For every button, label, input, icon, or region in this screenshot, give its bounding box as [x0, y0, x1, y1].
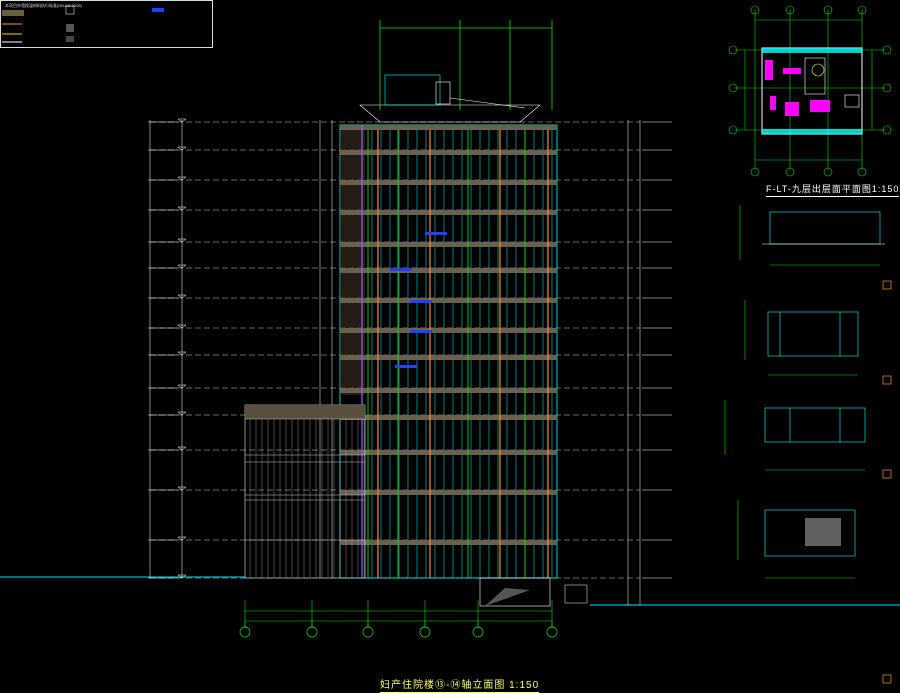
axis-bubble-icon [239, 626, 251, 638]
legend-swatch-3 [66, 24, 74, 32]
floor-band [340, 242, 557, 247]
drawing-title: 妇产住院楼⑬-⑭轴立面图 1:150 [380, 676, 540, 693]
bottom-dimensions [244, 600, 553, 628]
axis-bubble-icon [882, 83, 892, 93]
elevation-marker-icon [177, 384, 187, 389]
axis-bubble-icon [785, 167, 795, 177]
tower-floor-bands [340, 125, 557, 545]
detail-section-3 [724, 400, 866, 471]
floor-band [340, 298, 557, 303]
axis-bubble-icon [472, 626, 484, 638]
floor-band [340, 355, 557, 360]
legend-swatch-4 [66, 36, 74, 42]
floor-band [340, 268, 557, 273]
axis-bubble-icon [728, 125, 738, 135]
legend-box: 本项目外墙保温材料执行标准(DBJ15-2008) [0, 0, 213, 48]
axis-bubble-icon [546, 626, 558, 638]
axis-bubble-icon [882, 125, 892, 135]
elevation-marker-icon [177, 176, 187, 181]
roof-structure [359, 74, 541, 123]
axis-bubble-icon [823, 5, 833, 15]
floor-band [340, 415, 557, 420]
section-marker-boxes [882, 280, 892, 684]
elevation-marker-icon [177, 486, 187, 491]
floor-band [340, 388, 557, 393]
legend-swatch-1 [2, 10, 24, 16]
plan-title: F-LT-九层出层面平面图1:150 [766, 184, 900, 197]
axis-bubble-icon [882, 45, 892, 55]
floor-plan [735, 10, 885, 170]
elevation-marker-icon [177, 351, 187, 356]
elevation-marker-icon [177, 536, 187, 541]
podium-block [244, 404, 366, 579]
entrance-base [479, 577, 588, 607]
axis-bubble-icon [823, 167, 833, 177]
floor-band [340, 540, 557, 545]
detail-section-1 [739, 205, 885, 266]
elevation-marker-icon [177, 238, 187, 243]
tower-body [339, 124, 558, 579]
elevation-marker-icon [177, 264, 187, 269]
elevation-marker-icon [177, 411, 187, 416]
elevation-marker-icon [177, 206, 187, 211]
signage-strip [410, 330, 432, 333]
level-markers [148, 118, 672, 579]
floor-band [340, 150, 557, 155]
floor-band [340, 125, 557, 130]
elevation-marker-icon [177, 446, 187, 451]
plan-axis-bubbles [728, 5, 892, 177]
axis-bubble-icon [785, 5, 795, 15]
axis-bubble-icon [419, 626, 431, 638]
floor-level-lines [150, 121, 640, 579]
axis-bubble-icon [728, 83, 738, 93]
detail-section-4 [737, 500, 856, 579]
left-dimension-lines [149, 120, 333, 578]
signage-strip [395, 365, 417, 368]
floor-band [340, 180, 557, 185]
elevation-marker-icon [177, 324, 187, 329]
podium-window-grid [245, 418, 365, 578]
floor-band [340, 450, 557, 455]
axis-bubble-icon [750, 167, 760, 177]
legend-swatches [2, 5, 164, 43]
legend-swatch-blue [152, 8, 164, 12]
legend-header: 本项目外墙保温材料执行标准(DBJ15-2008) [5, 3, 82, 8]
elevation-marker-icon [177, 146, 187, 151]
axis-bubble-icon [362, 626, 374, 638]
signage-strip [410, 300, 432, 303]
right-dimension-lines [627, 120, 641, 605]
axis-bubble-icon [857, 167, 867, 177]
elevation-marker-icon [177, 294, 187, 299]
axis-bubble-icon [857, 5, 867, 15]
axis-bubbles [239, 621, 558, 638]
tower-windows [361, 125, 553, 578]
elevation-marker-icon [177, 118, 187, 123]
detail-section-2 [744, 300, 859, 376]
signage-strip [390, 268, 412, 271]
floor-band [340, 490, 557, 495]
floor-band [340, 210, 557, 215]
axis-bubble-icon [728, 45, 738, 55]
axis-bubble-icon [750, 5, 760, 15]
floor-band [340, 328, 557, 333]
elevation-marker-icon [177, 574, 187, 579]
signage-strip [425, 232, 447, 235]
legend-swatch-2 [65, 5, 75, 15]
axis-bubble-icon [306, 626, 318, 638]
top-axis-lines [379, 20, 553, 110]
